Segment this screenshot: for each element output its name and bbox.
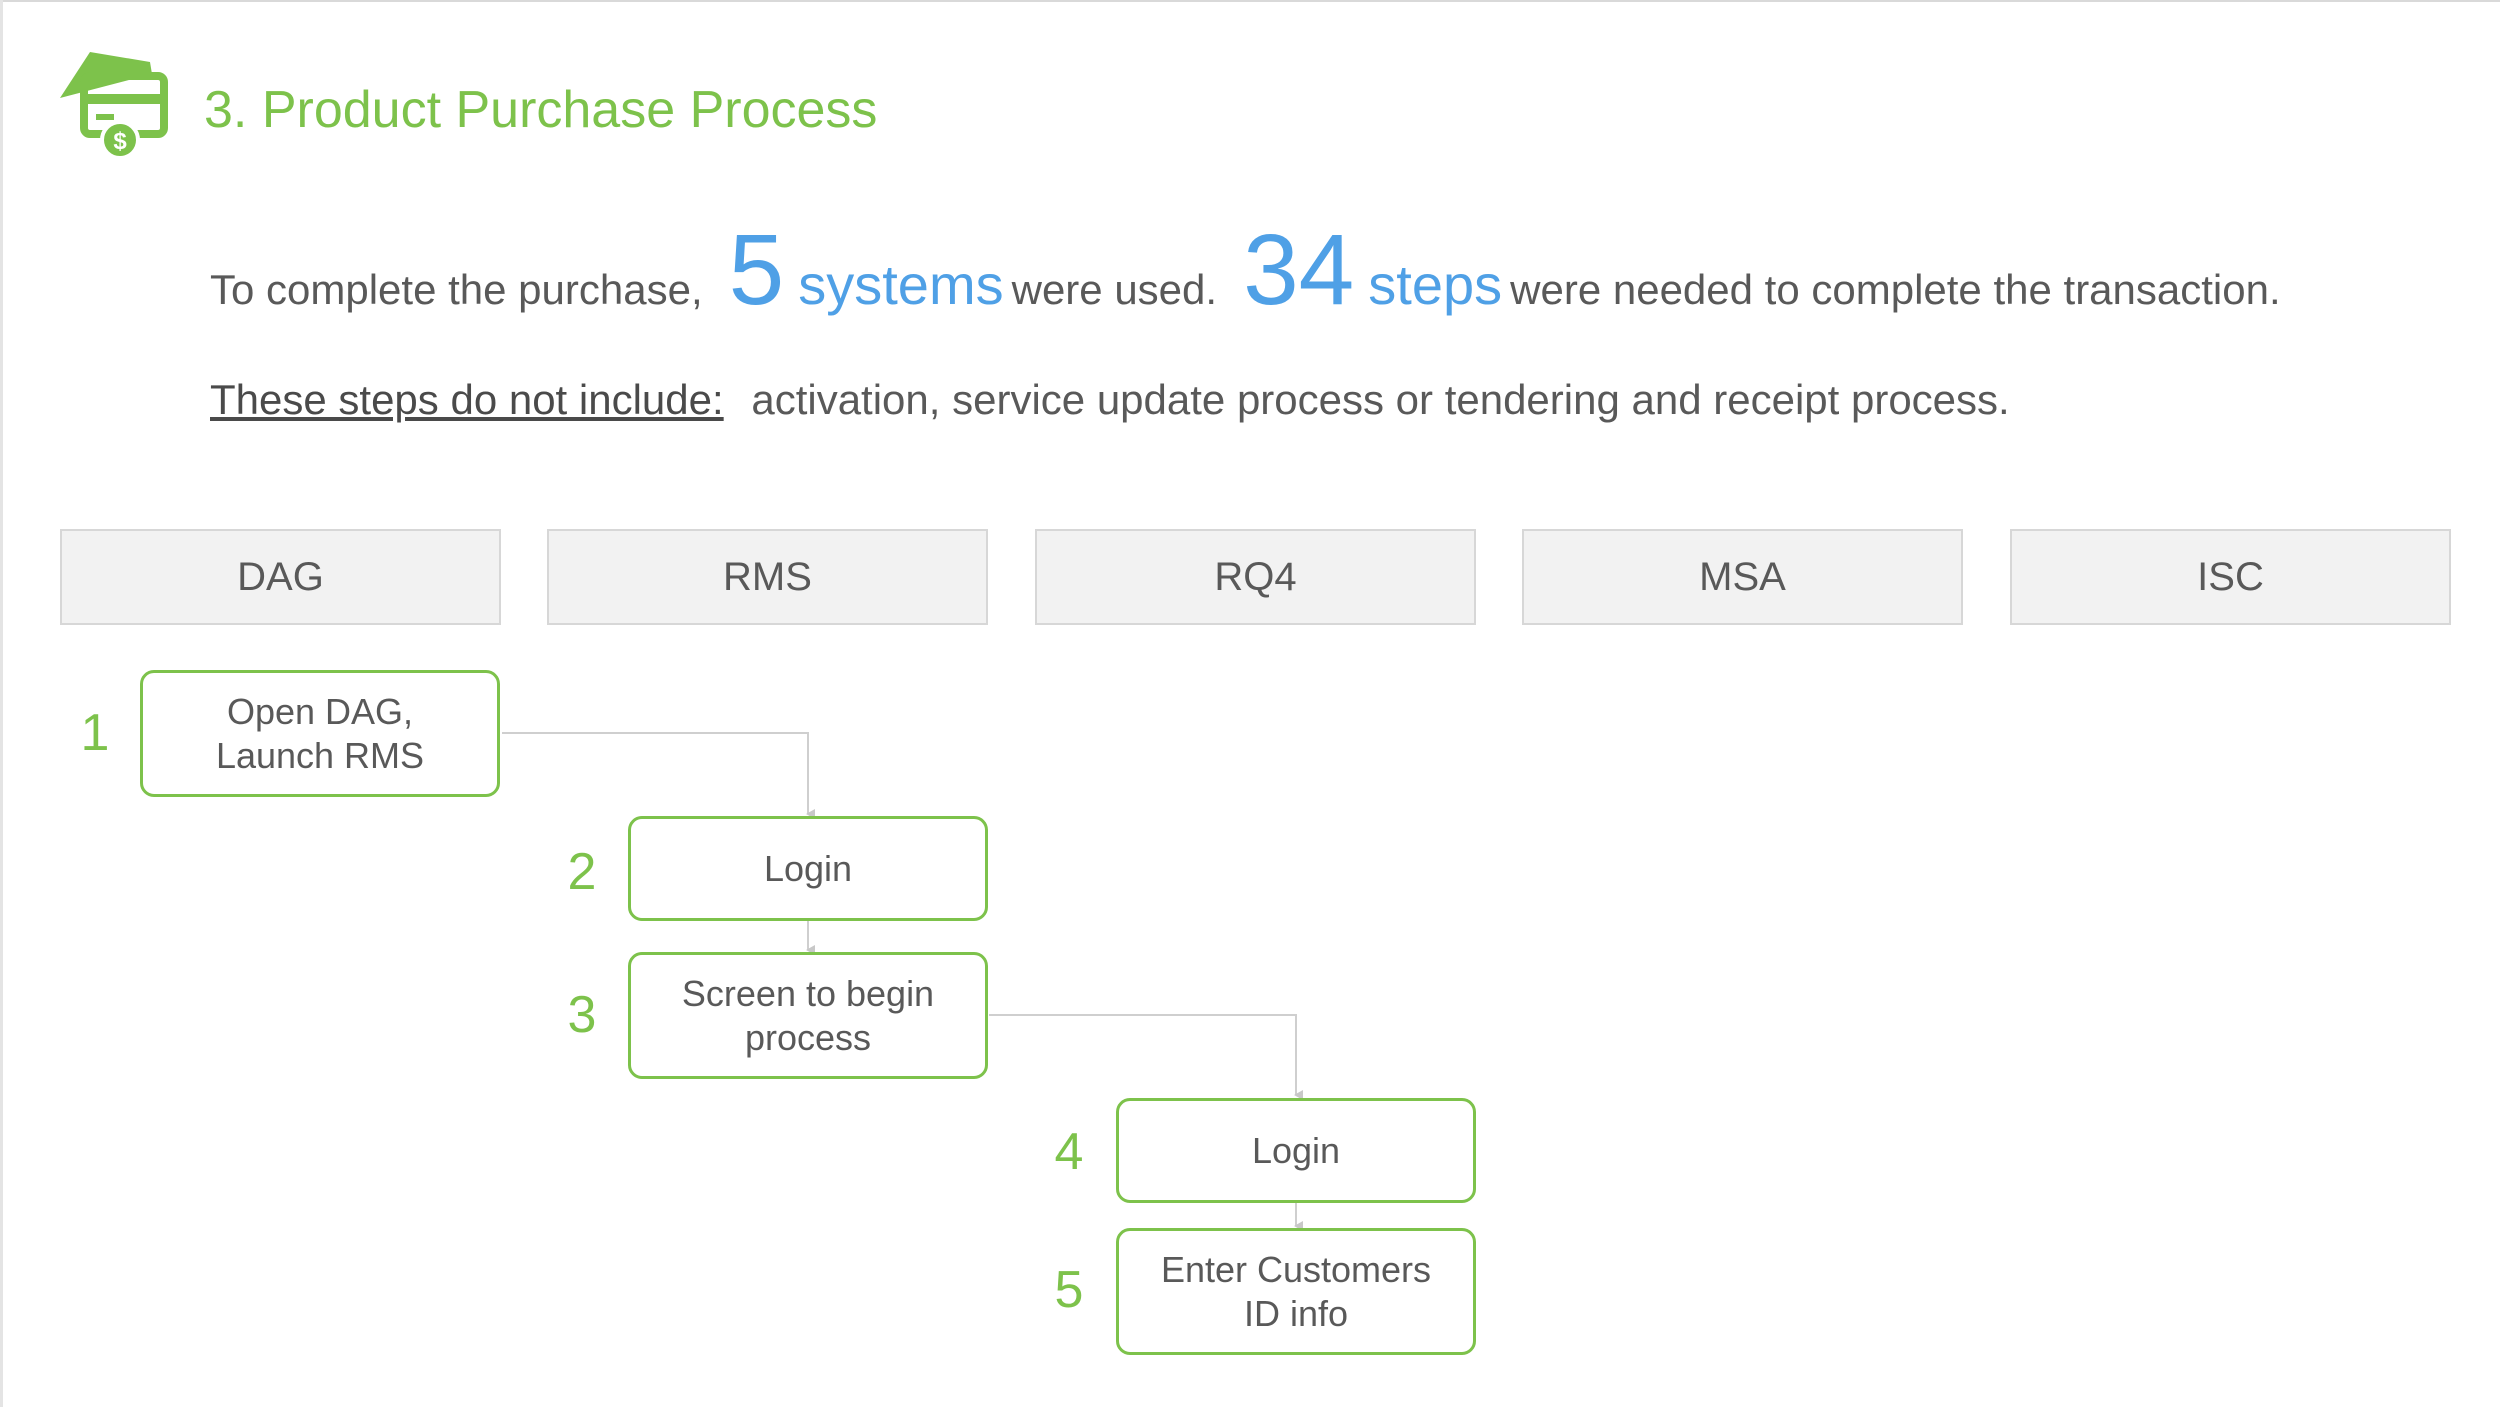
step-text-1: Open DAG, Launch RMS (215, 690, 425, 776)
step-text-2: Login (763, 847, 853, 889)
steps-word: steps (1368, 253, 1503, 316)
summary-intro: To complete the purchase, (210, 266, 703, 313)
lane-header-dag: DAG (60, 529, 501, 625)
step-number-5: 5 (1054, 1261, 1084, 1319)
exclusions-label: These steps do not include: (210, 376, 724, 423)
connector-1-2 (502, 732, 815, 819)
step-number-3: 3 (567, 986, 597, 1044)
frame-top-border (0, 0, 2500, 2)
svg-text:$: $ (113, 128, 127, 155)
step-box-5: Enter Customers ID info (1116, 1228, 1476, 1355)
connector-3-4 (989, 1014, 1303, 1100)
step-number-1: 1 (80, 704, 110, 762)
steps-count: 34 (1243, 214, 1355, 326)
systems-tail: were used. (1011, 266, 1218, 313)
lane-header-msa: MSA (1522, 529, 1963, 625)
summary-line: To complete the purchase, 5 systems were… (210, 220, 2281, 320)
step-number-4: 4 (1054, 1123, 1084, 1181)
steps-tail: were needed to complete the transaction. (1510, 266, 2281, 313)
step-box-3: Screen to begin process (628, 952, 988, 1079)
step-text-3: Screen to begin process (681, 972, 935, 1058)
lane-header-rq4: RQ4 (1035, 529, 1476, 625)
credit-card-dollar-icon: $ (60, 52, 168, 160)
exclusions-text: activation, service update process or te… (751, 376, 2010, 423)
step-box-2: Login (628, 816, 988, 921)
step-box-4: Login (1116, 1098, 1476, 1203)
lane-header-isc: ISC (2010, 529, 2451, 625)
page-title: 3. Product Purchase Process (204, 81, 878, 139)
systems-word: systems (798, 253, 1004, 316)
step-text-5: Enter Customers ID info (1160, 1248, 1432, 1334)
systems-count: 5 (728, 214, 785, 326)
lane-header-rms: RMS (547, 529, 988, 625)
frame-left-border (0, 0, 3, 1407)
step-box-1: Open DAG, Launch RMS (140, 670, 500, 797)
exclusions-note: These steps do not include: activation, … (210, 376, 2010, 424)
step-number-2: 2 (567, 843, 597, 901)
step-text-4: Login (1251, 1129, 1341, 1171)
